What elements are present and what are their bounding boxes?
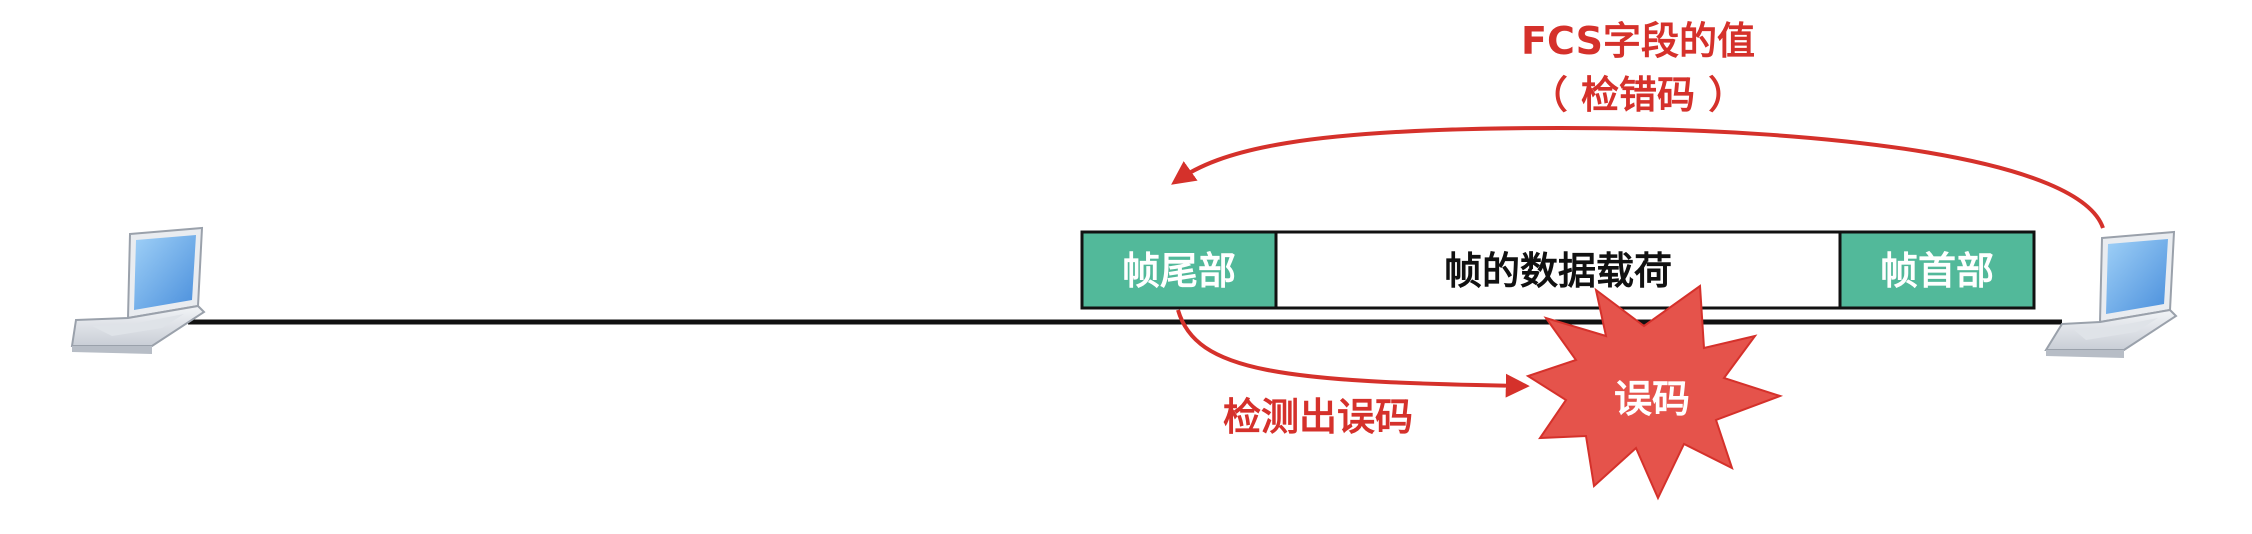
detection-arrow [1176, 309, 1530, 398]
frame-header-label: 帧首部 [1880, 249, 1994, 293]
fcs-arc-arrow [1171, 125, 2105, 229]
detected-error-label: 检测出误码 [1223, 395, 1413, 439]
fcs-label-line1: FCS字段的值 [1521, 19, 1755, 63]
frame [1080, 230, 2036, 310]
frame-header-cell [1838, 230, 2036, 310]
error-burst-icon [1525, 284, 1784, 501]
frame-trailer-label: 帧尾部 [1122, 249, 1236, 293]
error-label: 误码 [1614, 377, 1690, 421]
left-laptop-icon [70, 226, 206, 354]
frame-trailer-cell [1080, 230, 1278, 310]
fcs-label-line2: （ 检错码 ） [1530, 73, 1746, 117]
right-laptop-icon [2044, 230, 2178, 358]
frame-payload-label: 帧的数据载荷 [1444, 249, 1672, 293]
